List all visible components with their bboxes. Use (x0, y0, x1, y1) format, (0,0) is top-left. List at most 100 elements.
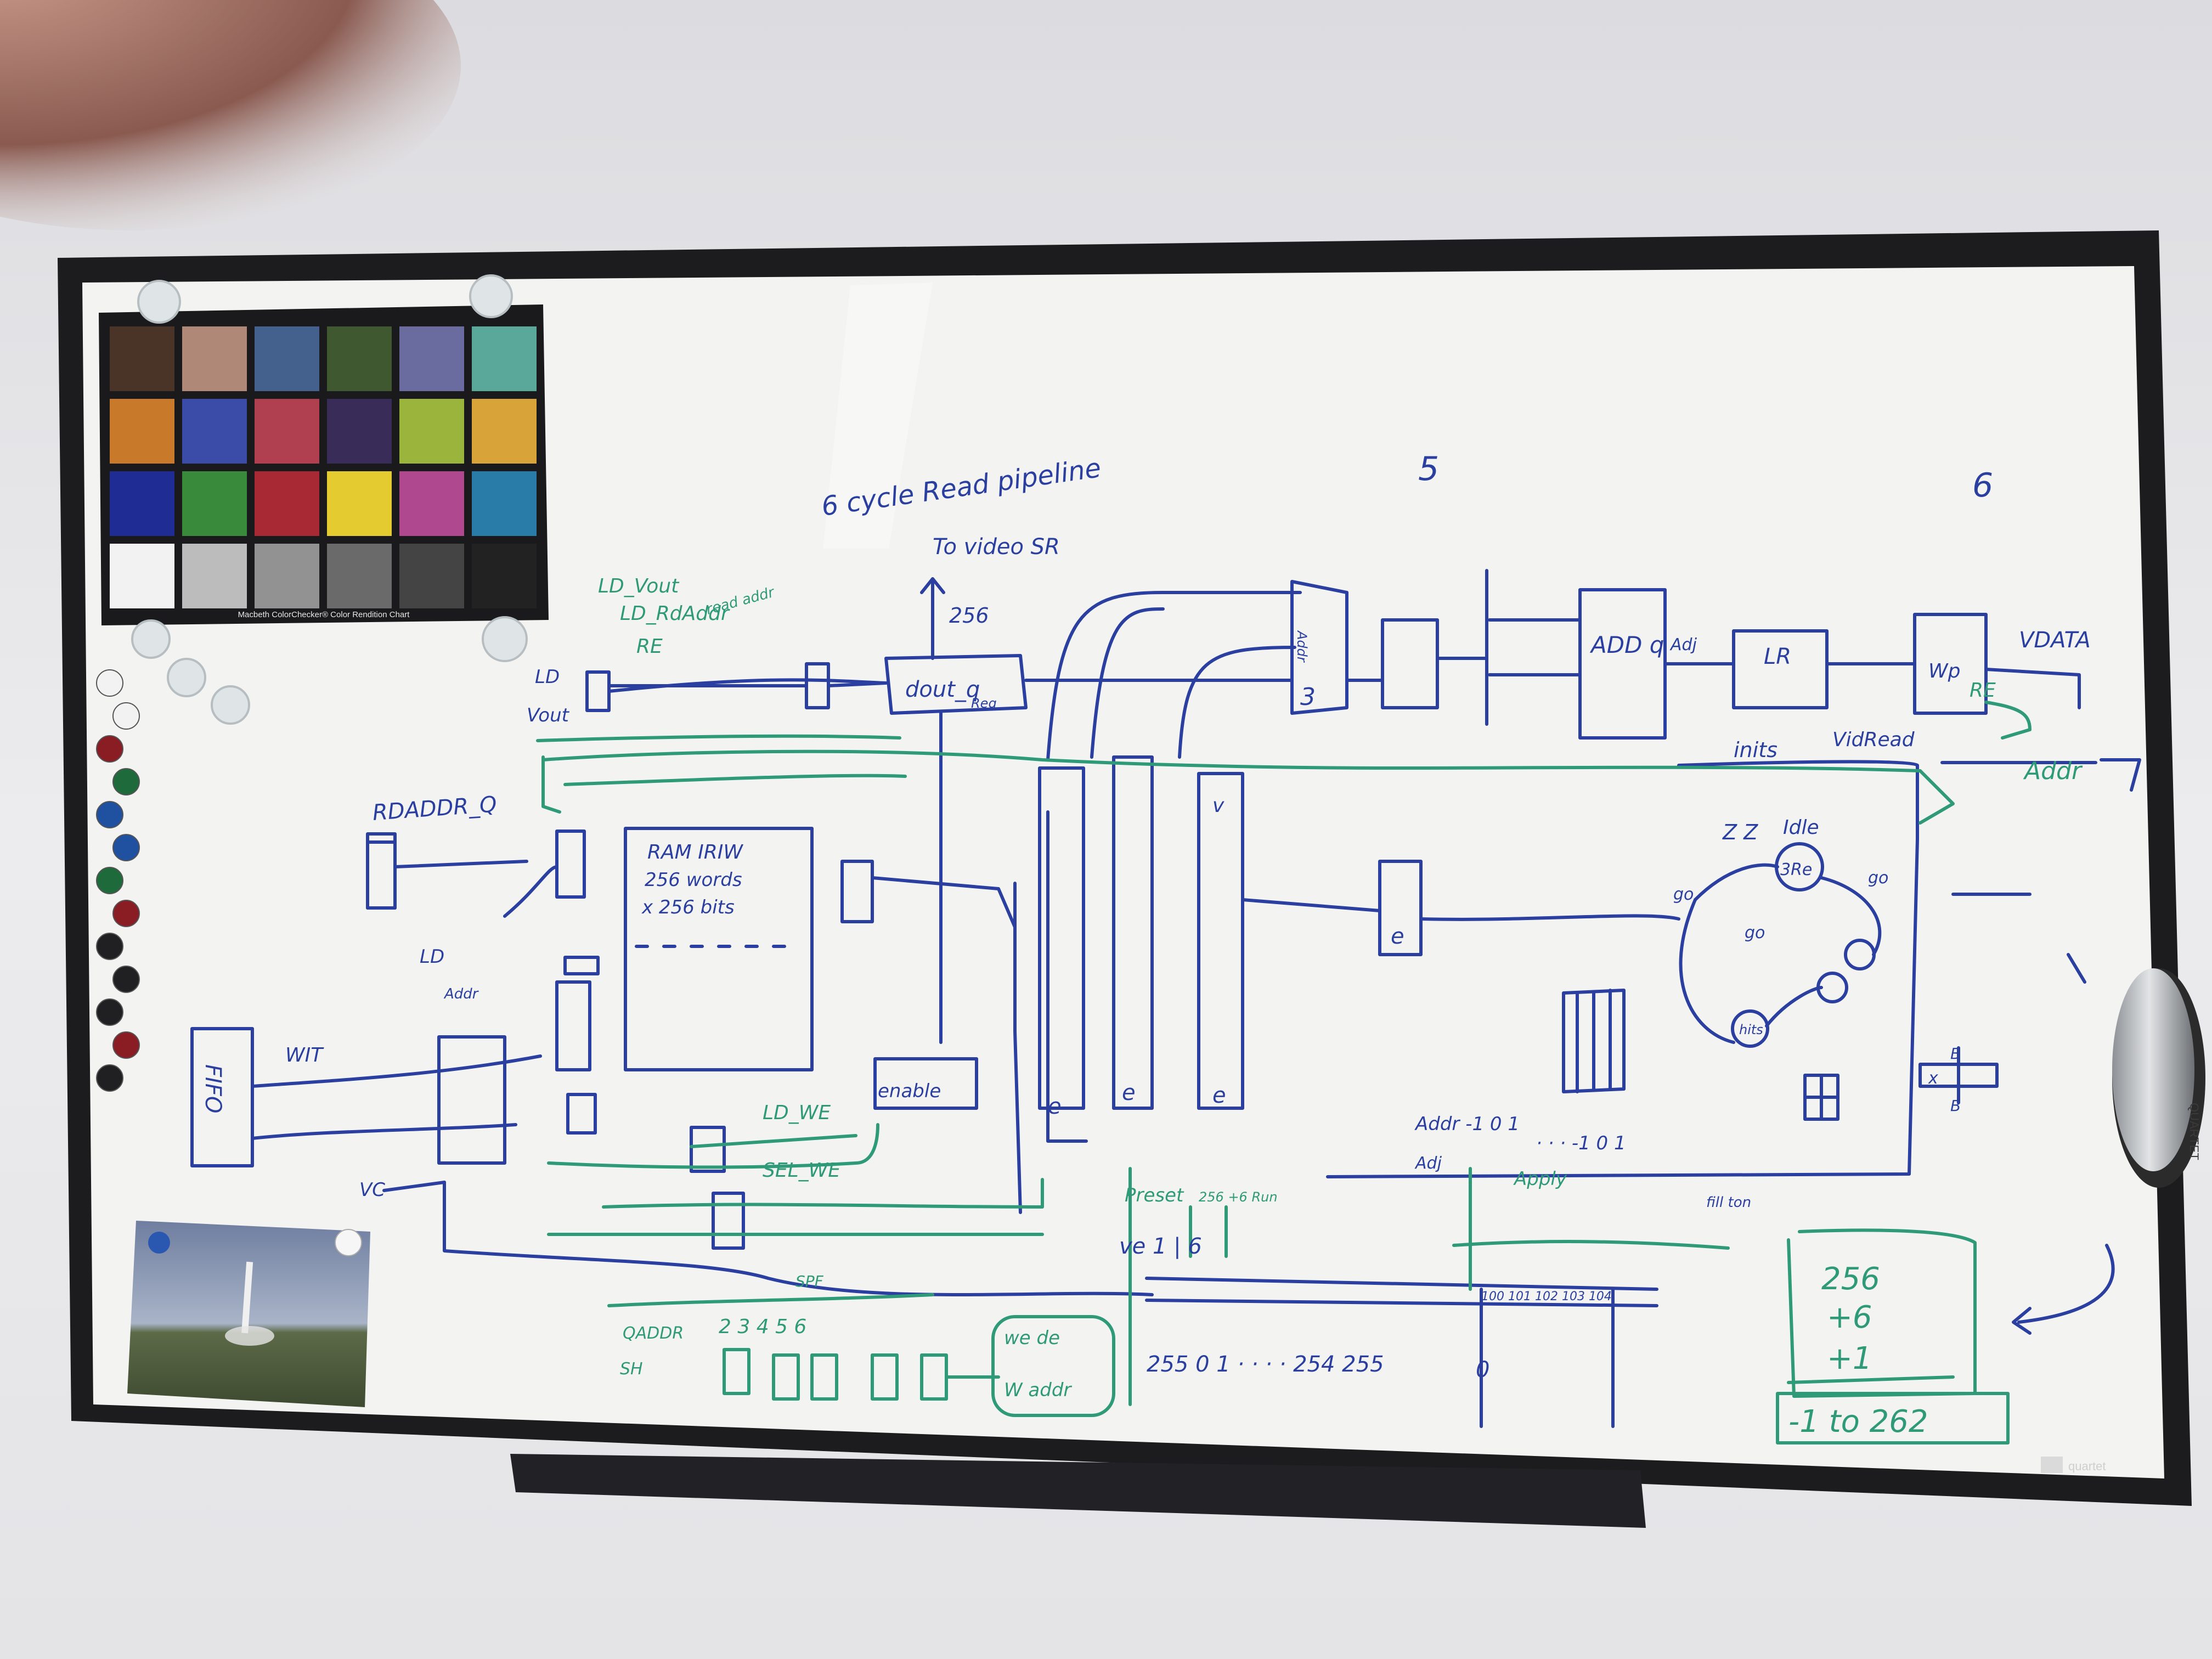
sum-result-box (1776, 1392, 2010, 1444)
bus-line (443, 1181, 1154, 1296)
color-swatch (327, 471, 392, 536)
control-line (536, 734, 901, 742)
suction-cup (211, 685, 250, 725)
color-swatch (472, 399, 537, 464)
go-label-1: go (1673, 885, 1694, 904)
ram-label-3: x 256 bits (641, 896, 735, 918)
fill-label: fill ton (1706, 1194, 1751, 1211)
ram-label-2: 256 words (645, 869, 742, 891)
color-swatch (399, 399, 464, 464)
hits-label: hits (1739, 1022, 1763, 1037)
b-label-1: B (1950, 1045, 1961, 1063)
color-swatch (182, 326, 247, 391)
sum-underline (1787, 1375, 1955, 1384)
zero-label: 0 (1476, 1357, 1489, 1383)
sr-cell (772, 1353, 800, 1401)
enable-e-1: e (1048, 1094, 1062, 1119)
add-q-label: ADD q (1589, 631, 1664, 658)
color-swatch (110, 326, 174, 391)
color-swatch (399, 471, 464, 536)
sr-cell (723, 1348, 751, 1395)
addr-right-label: Addr (2023, 757, 2083, 785)
wit-label: WIT (285, 1044, 324, 1066)
bus-line (1013, 882, 1022, 1214)
fsm-state (1731, 1009, 1769, 1048)
table-line (1145, 1277, 1658, 1291)
arrow-head (920, 577, 945, 594)
magnet-blue (148, 1232, 170, 1254)
shift-register-line (607, 1293, 934, 1307)
enable-e-4: e (1391, 924, 1404, 949)
ld-label: LD (535, 666, 560, 688)
magnet-column (96, 669, 140, 1092)
register-box (555, 830, 586, 899)
finger-blur (0, 0, 461, 230)
re-right-label: RE (1970, 679, 1996, 702)
color-swatch (110, 471, 174, 536)
qaddr-label: QADDR (623, 1324, 684, 1343)
fsm-transition (1679, 898, 1735, 1044)
color-swatch (255, 399, 319, 464)
fsm-transition (1820, 876, 1882, 956)
fsm-transition (1765, 986, 1823, 1028)
control-line (541, 749, 1922, 772)
colorchecker-swatches (110, 326, 537, 608)
suction-cup (137, 280, 181, 324)
zz-label: Z Z (1722, 820, 1758, 844)
register-box (690, 1126, 726, 1173)
wide-bus (1090, 607, 1165, 759)
ld-rdaddr-label: LD_RdAddr (620, 602, 730, 625)
magnet (96, 867, 123, 894)
vc-label: VC (359, 1179, 385, 1201)
eraser: QUARTET (2112, 968, 2205, 1188)
brand-logo (2041, 1457, 2063, 1473)
arrow (1984, 701, 2032, 740)
bus-line (503, 865, 558, 918)
control-line (690, 1134, 857, 1148)
color-swatch (110, 544, 174, 608)
ld-addr-label-1: LD (420, 946, 444, 968)
register-box (712, 1192, 745, 1250)
sum-line-2: +6 (1827, 1300, 1872, 1335)
blue-ink-layer (190, 569, 2141, 1428)
bus-line (1984, 668, 2081, 709)
b-label-2: B (1950, 1097, 1961, 1115)
bus-line (251, 1054, 542, 1088)
color-swatch (255, 326, 319, 391)
table-line (1145, 1299, 1658, 1307)
register-box (555, 980, 591, 1071)
arrow (2067, 953, 2086, 984)
rdaddr-register (366, 832, 397, 910)
x-label: x (1928, 1069, 1938, 1088)
wide-bus (1046, 591, 1302, 761)
vout-label: Vout (527, 704, 570, 726)
color-swatch (255, 471, 319, 536)
spf-label: SPF (795, 1272, 824, 1290)
dout-register (884, 654, 1028, 715)
striped-block (1562, 989, 1626, 1093)
color-swatch (472, 471, 537, 536)
sr-cell (871, 1353, 899, 1401)
sr-cell (810, 1353, 838, 1401)
w-addr-label: W addr (1004, 1379, 1072, 1401)
marker-tray (510, 1454, 1646, 1528)
bus-line (871, 876, 1017, 929)
sum-result: -1 to 262 (1788, 1404, 1928, 1440)
inits-label: inits (1734, 738, 1778, 762)
brand-text: quartet (2068, 1459, 2106, 1473)
pipeline-column (1046, 810, 1088, 1143)
fifo-block (190, 1027, 254, 1167)
bus-line (1241, 898, 1381, 912)
apply-label: Apply (1513, 1168, 1567, 1190)
pinned-photo (127, 1221, 370, 1407)
nums-row: 100 101 102 103 104 (1481, 1290, 1612, 1304)
dout-q-label: dout_q (905, 677, 980, 702)
magnet (112, 702, 140, 730)
colorchecker-caption: Macbeth ColorChecker® Color Rendition Ch… (238, 610, 410, 619)
register-addr-label: Addr (1294, 630, 1310, 663)
register-box (1381, 618, 1439, 709)
control-line (563, 774, 907, 786)
re-label: RE (636, 635, 663, 658)
bus-width-label: 256 (949, 603, 989, 628)
arrow (2100, 758, 2141, 792)
